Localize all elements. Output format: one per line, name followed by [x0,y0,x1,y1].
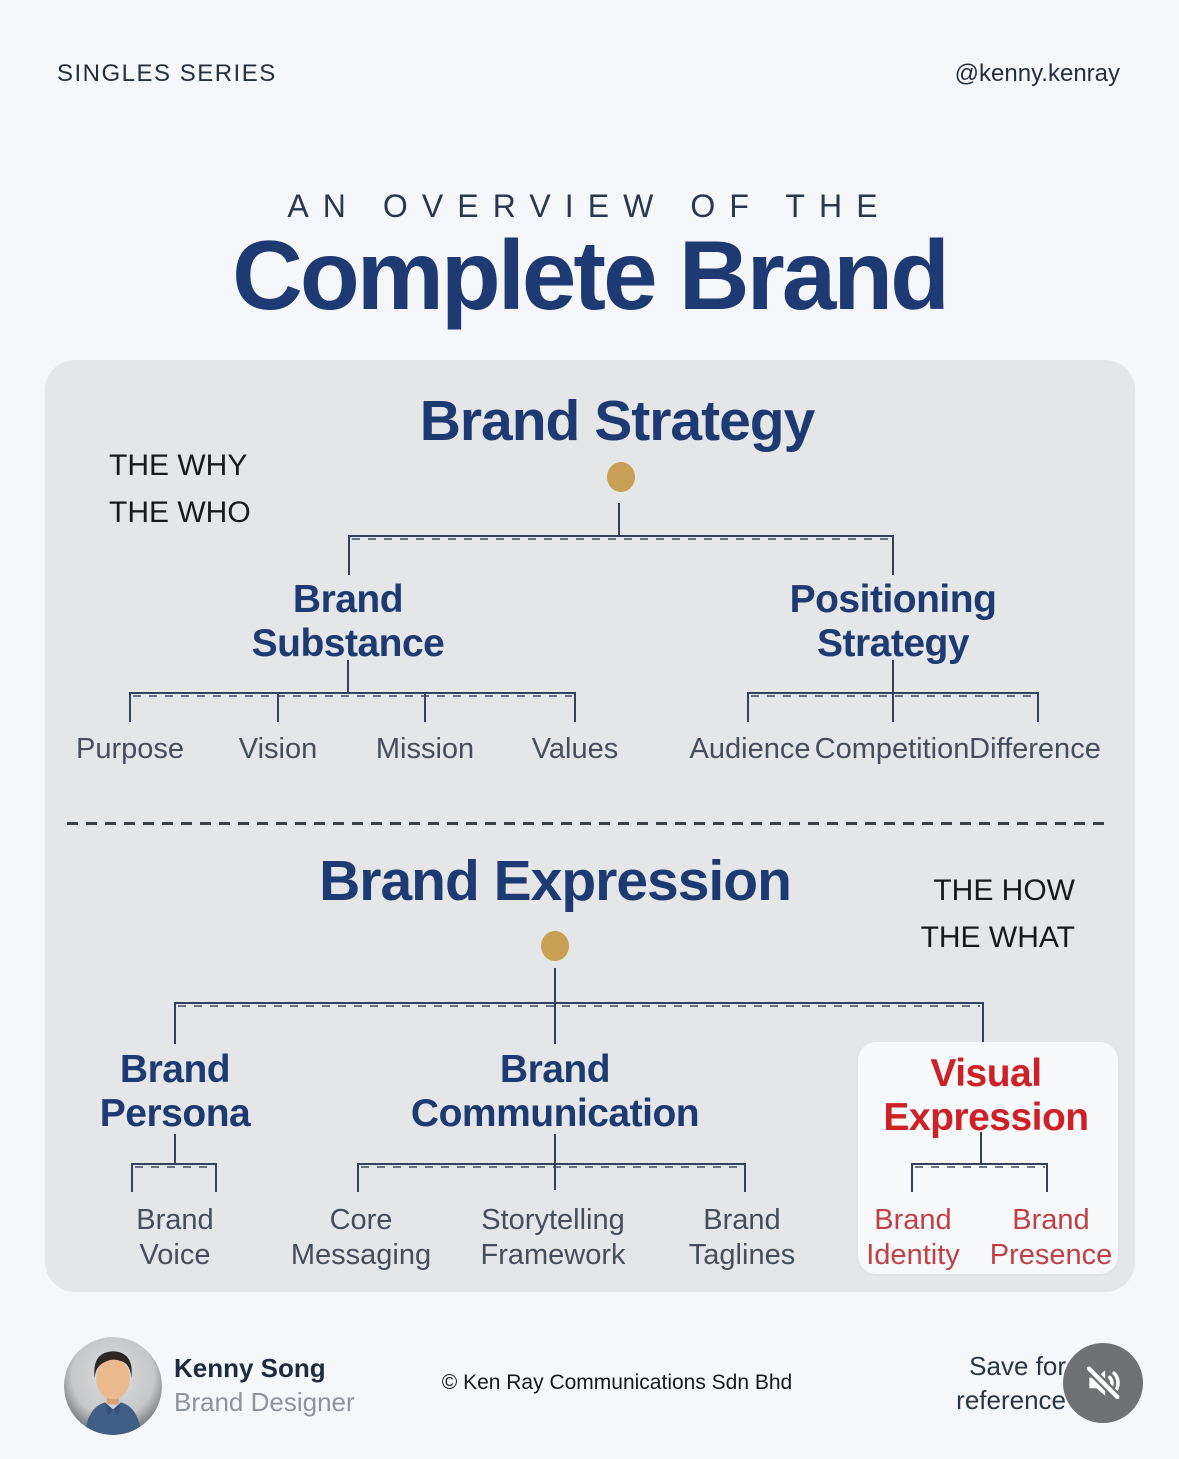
connector-line [1046,1163,1048,1192]
connector-line [554,1002,556,1044]
expression-side-label: THE HOW THE WHAT [920,874,1075,954]
connector-line [277,692,279,722]
connector-line [348,535,350,575]
connector-line [358,1163,745,1169]
connector-line [349,535,893,541]
leaf-audience: Audience [689,733,811,765]
connector-line [129,692,131,722]
series-label: SINGLES SERIES [57,60,277,87]
connector-line [175,1002,983,1008]
muted-speaker-icon [1085,1364,1122,1401]
branch-brand-communication: Brand Communication [410,1048,700,1136]
leaf-storytelling-framework: Storytelling Framework [480,1204,626,1271]
connector-line [618,503,620,535]
connector-line [744,1163,746,1192]
connector-line [357,1163,359,1192]
expression-node-dot [541,931,569,961]
branch-visual-expression: Visual Expression [883,1052,1089,1140]
expression-title: Brand Expression [319,849,792,913]
leaf-core-messaging: Core Messaging [290,1204,432,1271]
mute-button[interactable] [1063,1343,1143,1423]
connector-line [1037,692,1039,722]
connector-line [554,968,556,1002]
connector-line [347,660,349,692]
connector-line [215,1163,217,1192]
connector-line [748,692,1038,698]
person-photo [64,1337,162,1435]
connector-line [980,1132,982,1163]
connector-line [574,692,576,722]
connector-line [130,692,575,698]
connector-line [554,1134,556,1190]
leaf-brand-taglines: Brand Taglines [688,1204,796,1271]
social-handle: @kenny.kenray [954,60,1120,87]
copyright-text: © Ken Ray Communications Sdn Bhd [441,1371,793,1394]
leaf-competition: Competition [814,733,970,765]
visual-expression-highlight-card [858,1042,1118,1274]
strategy-title: Brand Strategy [419,389,816,453]
connector-line [912,1163,1048,1169]
leaf-values: Values [531,733,619,765]
strategy-side-label: THE WHY THE WHO [109,449,251,529]
branch-brand-substance: Brand Substance [251,578,445,666]
leaf-brand-presence: Brand Presence [989,1204,1113,1271]
connector-line [132,1163,217,1169]
connector-line [174,1134,176,1163]
page-title: Complete Brand [232,220,950,330]
save-for-reference-label: Save for reference [956,1351,1066,1416]
connector-line [747,692,749,722]
leaf-difference: Difference [969,733,1101,765]
diagram-card: Brand Strategy THE WHY THE WHO Brand Sub… [45,360,1135,1292]
branch-positioning-strategy: Positioning Strategy [789,578,997,666]
author-name: Kenny Song [174,1353,326,1383]
connector-line [174,1002,176,1044]
leaf-brand-identity: Brand Identity [866,1204,960,1271]
kicker-text: AN OVERVIEW OF THE [287,188,892,224]
leaf-mission: Mission [375,733,475,765]
leaf-vision: Vision [238,733,318,765]
connector-line [131,1163,133,1192]
avatar [64,1337,162,1435]
leaf-brand-voice: Brand Voice [136,1204,214,1271]
branch-brand-persona: Brand Persona [99,1048,251,1136]
leaf-purpose: Purpose [75,733,185,765]
strategy-node-dot [607,462,635,492]
connector-line [982,1002,984,1044]
dashed-divider [67,822,1111,825]
connector-line [911,1163,913,1192]
connector-line [892,535,894,575]
connector-line [892,660,894,722]
author-role: Brand Designer [174,1387,355,1417]
connector-line [424,692,426,722]
